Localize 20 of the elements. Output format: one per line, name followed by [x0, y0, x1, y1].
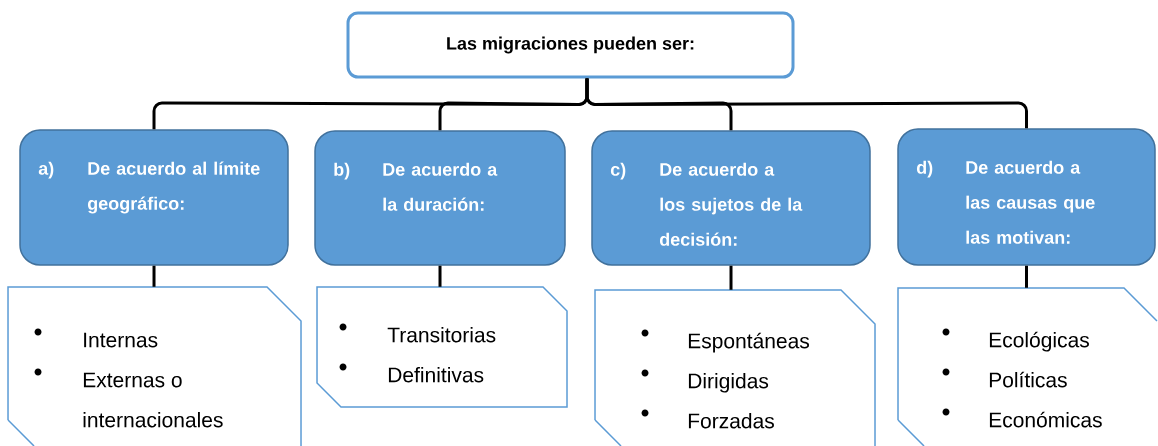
category-box: c) De acuerdo a los sujetos de la decisión:: [591, 130, 871, 266]
connector-line: [1025, 265, 1028, 288]
list-item: Forzadas: [641, 409, 774, 429]
list-item: Ecológicas: [942, 328, 1089, 352]
category-box: a) De acuerdo al límite geográfico:: [19, 129, 289, 266]
list-item: Espontáneas: [641, 329, 809, 353]
list-item: Internas: [34, 328, 158, 348]
list-item: Definitivas: [339, 363, 484, 383]
connector-line: [729, 265, 733, 290]
title-box: Las migraciones pueden ser:: [346, 11, 795, 79]
category-box: d) De acuerdo a las causas que las motivan:: [897, 128, 1156, 266]
category-box: b) De acuerdo a la duración:: [314, 130, 566, 266]
list-item: Externas o internacionales: [34, 368, 223, 428]
list-item: Transitorias: [339, 323, 496, 343]
list-item: Económicas: [942, 408, 1102, 428]
connector-line: [152, 265, 156, 287]
connector-line: [585, 78, 1028, 129]
list-item: Políticas: [942, 368, 1067, 388]
list-item: Dirigidas: [641, 369, 769, 393]
connector-line: [438, 265, 442, 287]
